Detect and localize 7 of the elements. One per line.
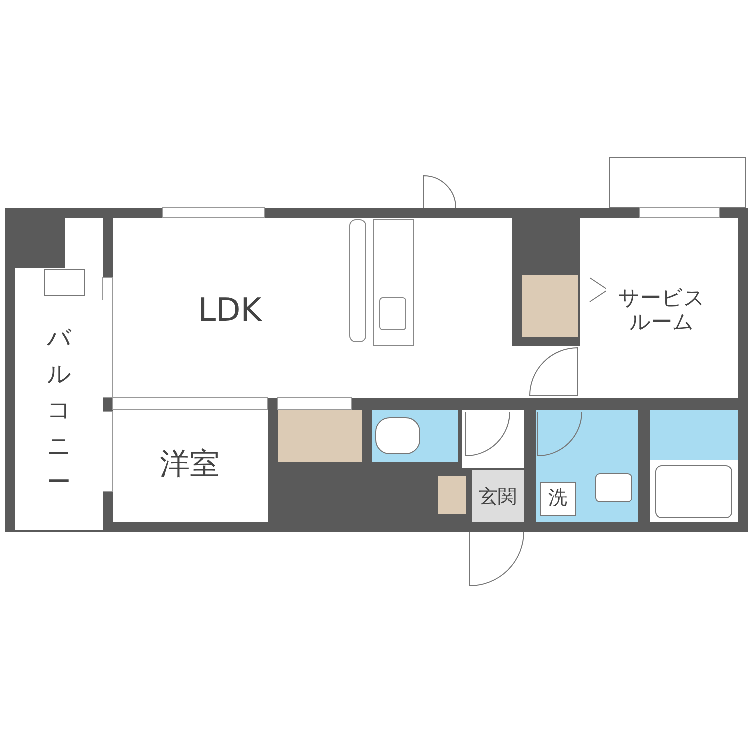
room-label: 洋室 [160, 448, 220, 482]
room-label: サービスルーム [618, 286, 706, 334]
room-label: バルコニー [47, 323, 71, 498]
room-label: 洗 [548, 488, 568, 510]
room-area [540, 482, 576, 516]
room-label: LDK [198, 292, 262, 328]
room-label: 玄関 [479, 487, 517, 509]
